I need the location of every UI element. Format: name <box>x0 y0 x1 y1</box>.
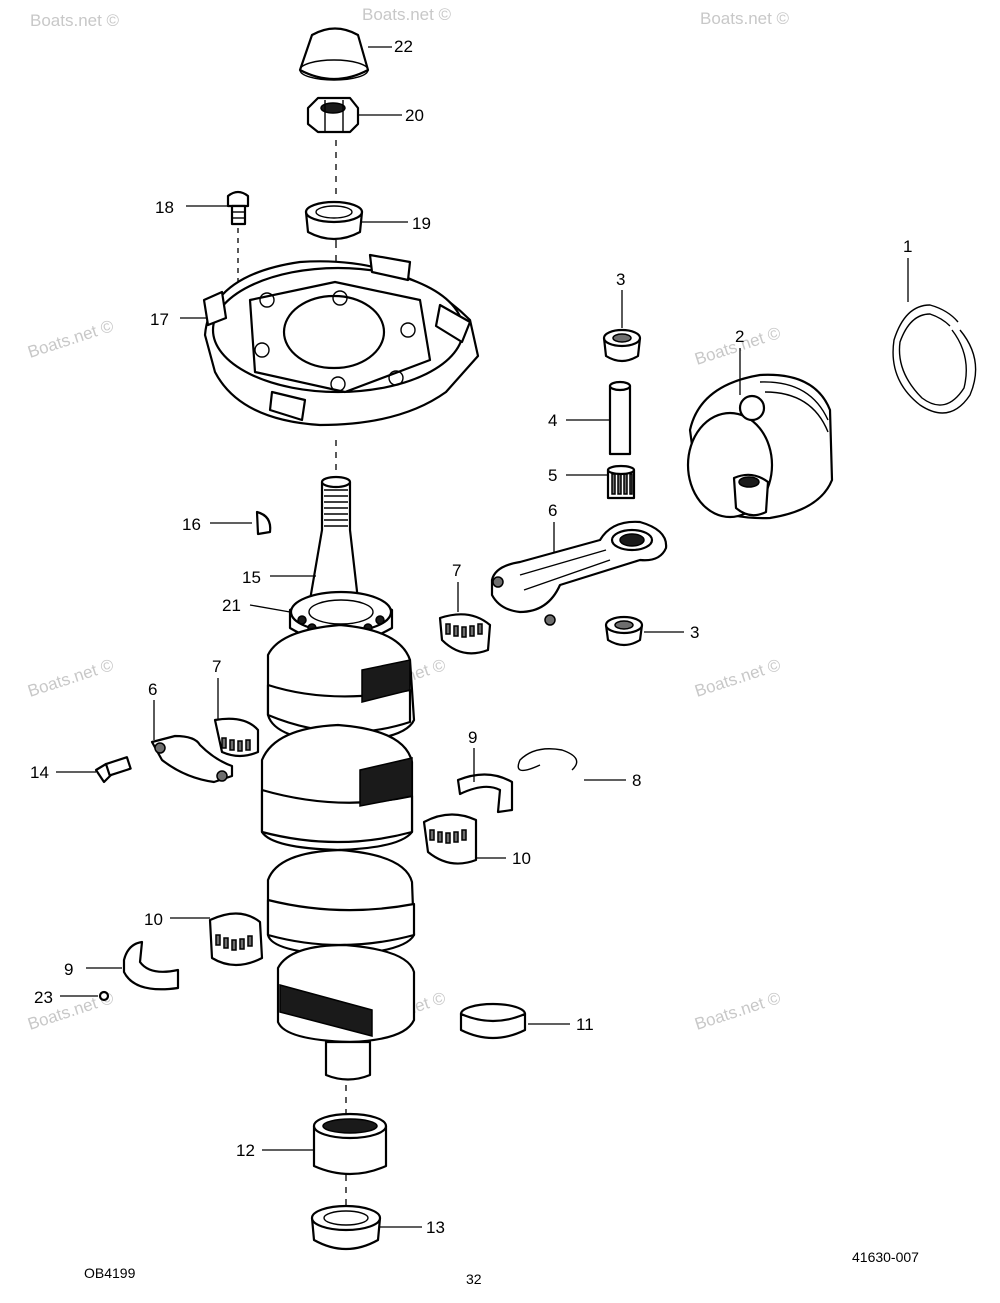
callout-4: 4 <box>548 411 557 430</box>
callout-20: 20 <box>405 106 424 125</box>
callout-labels: 22 20 19 18 17 16 15 21 14 6 7 10 9 23 1… <box>30 37 912 1237</box>
callout-18: 18 <box>155 198 174 217</box>
drawing-number: 41630-007 <box>852 1249 919 1265</box>
watermark: Boats.net © <box>692 988 783 1034</box>
bearing-7-left-part[interactable] <box>213 678 260 758</box>
watermark: Boats.net © <box>362 5 452 24</box>
rod-cap-part[interactable] <box>150 700 234 784</box>
callout-7-left: 7 <box>212 657 221 676</box>
callout-19: 19 <box>412 214 431 233</box>
bearing-10-right-part[interactable] <box>422 813 506 865</box>
callout-14: 14 <box>30 763 49 782</box>
bearing-half-9-left-part[interactable] <box>86 940 180 991</box>
connecting-rod-part[interactable] <box>490 520 668 626</box>
bearing-10-left-part[interactable] <box>170 912 264 967</box>
callout-6-left: 6 <box>148 680 157 699</box>
bearing-half-9-right-part[interactable] <box>456 748 514 814</box>
watermark: Boats.net © <box>700 9 790 28</box>
callout-15: 15 <box>242 568 261 587</box>
cap-part[interactable] <box>298 27 392 81</box>
bearing-7-right-part[interactable] <box>438 582 492 655</box>
callout-16: 16 <box>182 515 201 534</box>
watermark: Boats.net © <box>25 316 116 362</box>
needle-bearing-part[interactable] <box>566 464 636 500</box>
pin-part[interactable] <box>566 380 632 456</box>
page-number: 32 <box>466 1271 482 1287</box>
seal-part[interactable] <box>304 200 408 241</box>
washer-3-bottom-part[interactable] <box>604 615 684 647</box>
callout-9-left: 9 <box>64 960 73 979</box>
bearing-12-part[interactable] <box>262 1112 388 1176</box>
ring-11-part[interactable] <box>459 1002 570 1040</box>
callout-2: 2 <box>735 327 744 346</box>
retaining-ring-part[interactable] <box>517 748 626 781</box>
callout-3-bottom: 3 <box>690 623 699 642</box>
key-part[interactable] <box>210 510 272 536</box>
diagram-code: OB4199 <box>84 1265 136 1281</box>
crankshaft-part[interactable] <box>249 475 416 1081</box>
callout-21: 21 <box>222 596 241 615</box>
screw-14-part[interactable] <box>56 756 132 784</box>
callout-12: 12 <box>236 1141 255 1160</box>
callout-5: 5 <box>548 466 557 485</box>
callout-3-top: 3 <box>616 270 625 289</box>
callout-17: 17 <box>150 310 169 329</box>
ring-part[interactable] <box>892 258 977 414</box>
callout-1: 1 <box>903 237 912 256</box>
watermark: Boats.net © <box>692 655 783 701</box>
washer-3-top-part[interactable] <box>602 290 642 363</box>
callout-9-right: 9 <box>468 728 477 747</box>
nut-part[interactable] <box>306 96 402 134</box>
watermark: Boats.net © <box>30 11 120 30</box>
watermark: Boats.net © <box>25 655 116 701</box>
callout-10-left: 10 <box>144 910 163 929</box>
seal-13-part[interactable] <box>310 1204 422 1250</box>
piston-part[interactable] <box>686 348 834 520</box>
callout-6-right: 6 <box>548 501 557 520</box>
retainer-plate-part[interactable] <box>180 253 480 427</box>
callout-10-right: 10 <box>512 849 531 868</box>
screw-part[interactable] <box>186 190 250 290</box>
callout-11: 11 <box>576 1015 594 1034</box>
callout-13: 13 <box>426 1218 445 1237</box>
callout-8: 8 <box>632 771 641 790</box>
ball-part[interactable] <box>60 990 110 1002</box>
callout-23: 23 <box>34 988 53 1007</box>
callout-7-right: 7 <box>452 561 461 580</box>
callout-22: 22 <box>394 37 413 56</box>
